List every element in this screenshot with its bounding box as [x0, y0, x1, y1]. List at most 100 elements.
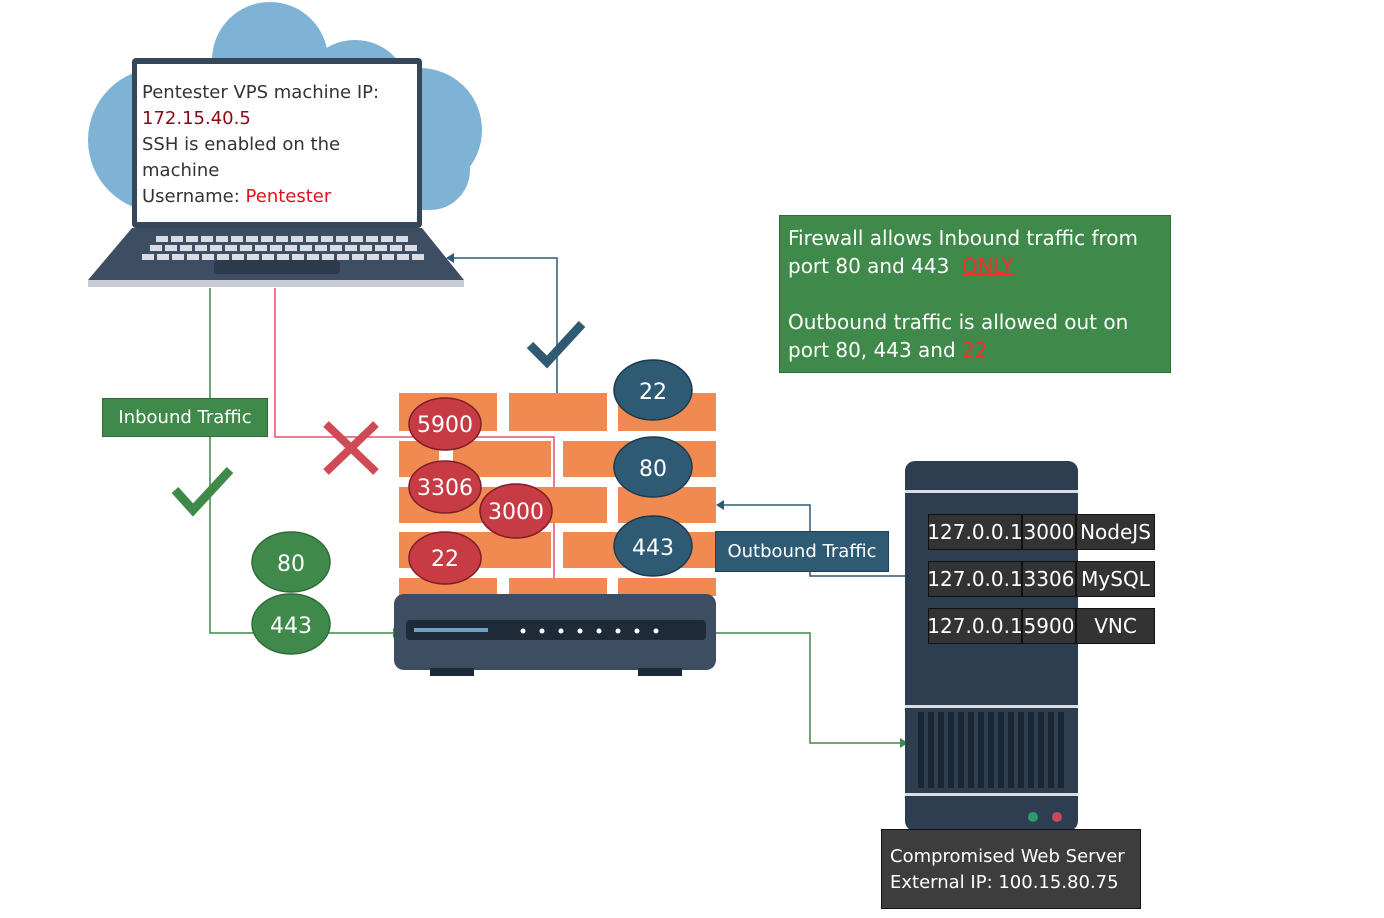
laptop-screen-text: Pentester VPS machine IP: 172.15.40.5 SS…: [142, 80, 412, 210]
keyboard-key: [225, 245, 237, 251]
keyboard-key: [217, 254, 229, 260]
service-row-mysql: 127.0.0.1 3306 MySQL: [927, 561, 1155, 597]
port-badge-80-open: 80: [613, 436, 693, 498]
keyboard-key: [307, 254, 319, 260]
keyboard-key: [247, 254, 259, 260]
keyboard-key: [322, 254, 334, 260]
keyboard-key: [231, 236, 243, 242]
keyboard-key: [382, 254, 394, 260]
port-badge-443-inbound: 443: [251, 593, 331, 655]
server-vent: [938, 712, 944, 788]
open-ports: 22 80 443: [613, 359, 693, 577]
server-caption: Compromised Web Server External IP: 100.…: [881, 829, 1141, 909]
keyboard-key: [172, 254, 184, 260]
keyboard-key: [150, 245, 162, 251]
keyboard-key: [330, 245, 342, 251]
keyboard-key: [367, 254, 379, 260]
inbound-rule-emphasis: ONLY: [962, 254, 1014, 278]
keyboard-key: [337, 254, 349, 260]
keyboard-key: [156, 236, 168, 242]
keyboard-key: [240, 245, 252, 251]
keyboard-key: [187, 254, 199, 260]
keyboard-key: [321, 236, 333, 242]
outbound-arrow: [716, 500, 724, 510]
keyboard-key: [277, 254, 289, 260]
port-badge-80-inbound: 80: [251, 531, 331, 593]
outbound-ssh-line: [452, 257, 558, 393]
keyboard-key: [351, 236, 363, 242]
server-vent: [998, 712, 1004, 788]
server-vent: [1038, 712, 1044, 788]
blocked-ports: 5900 3306 3000 22: [408, 397, 553, 585]
keyboard-key: [255, 245, 267, 251]
svg-text:443: 443: [632, 536, 674, 561]
vps-ip-label: Pentester VPS machine IP:: [142, 82, 380, 103]
server-vent: [1018, 712, 1024, 788]
keyboard-key: [300, 245, 312, 251]
server-vent: [988, 712, 994, 788]
svg-text:80: 80: [277, 552, 305, 577]
outbound-ssh-arrow: [446, 253, 454, 263]
server-vent: [968, 712, 974, 788]
server-caption-title: Compromised Web Server: [890, 846, 1125, 867]
keyboard-key: [276, 236, 288, 242]
server-vent: [958, 712, 964, 788]
keyboard-key: [306, 236, 318, 242]
keyboard-key: [315, 245, 327, 251]
keyboard-key: [171, 236, 183, 242]
svg-text:3000: 3000: [488, 500, 544, 525]
keyboard-key: [261, 236, 273, 242]
router-to-server-arrow: [900, 738, 908, 748]
keyboard-key: [216, 236, 228, 242]
keyboard-key: [390, 245, 402, 251]
laptop-icon: [88, 58, 464, 287]
server-vent: [948, 712, 954, 788]
keyboard-key: [210, 245, 222, 251]
service-port: 5900: [1022, 608, 1076, 644]
keyboard-key: [412, 254, 424, 260]
keyboard-key: [202, 254, 214, 260]
keyboard-key: [366, 236, 378, 242]
keyboard-key: [360, 245, 372, 251]
service-row-vnc: 127.0.0.1 5900 VNC: [927, 608, 1155, 644]
server-icon: [905, 461, 1078, 831]
port-badge-443-open: 443: [613, 515, 693, 577]
server-caption-ip: External IP: 100.15.80.75: [890, 872, 1119, 893]
svg-text:22: 22: [431, 547, 459, 572]
svg-text:5900: 5900: [417, 413, 473, 438]
keyboard-key: [285, 245, 297, 251]
service-ip: 127.0.0.1: [927, 514, 1023, 550]
keyboard-key: [352, 254, 364, 260]
server-vent: [1028, 712, 1034, 788]
username-line: Username: Pentester: [142, 184, 412, 210]
server-vent: [1048, 712, 1054, 788]
keyboard-key: [232, 254, 244, 260]
port-badge-22-open: 22: [613, 359, 693, 421]
username-label: Username:: [142, 186, 246, 207]
outbound-rule-text: Outbound traffic is allowed out on port …: [788, 310, 1129, 362]
inbound-traffic-label: Inbound Traffic: [102, 398, 268, 437]
outbound-rule-port: 22: [962, 338, 988, 362]
username-value: Pentester: [245, 186, 332, 207]
server-vent: [1008, 712, 1014, 788]
ssh-line-2: machine: [142, 160, 220, 181]
port-badge-3000: 3000: [479, 483, 553, 539]
keyboard-key: [291, 236, 303, 242]
keyboard-key: [270, 245, 282, 251]
keyboard-key: [262, 254, 274, 260]
service-ip: 127.0.0.1: [927, 608, 1023, 644]
keyboard-key: [396, 236, 408, 242]
outbound-rule: Outbound traffic is allowed out on port …: [788, 308, 1162, 364]
service-row-nodejs: 127.0.0.1 3000 NodeJS: [927, 514, 1155, 550]
firewall-rules-note: Firewall allows Inbound traffic from por…: [779, 215, 1171, 373]
port-badge-5900: 5900: [408, 397, 482, 451]
router-icon: [394, 594, 716, 676]
check-icon-inbound: [171, 466, 234, 517]
service-port: 3000: [1022, 514, 1076, 550]
keyboard-key: [165, 245, 177, 251]
service-name: NodeJS: [1076, 514, 1155, 550]
keyboard-key: [201, 236, 213, 242]
server-vent: [918, 712, 924, 788]
keyboard-key: [381, 236, 393, 242]
